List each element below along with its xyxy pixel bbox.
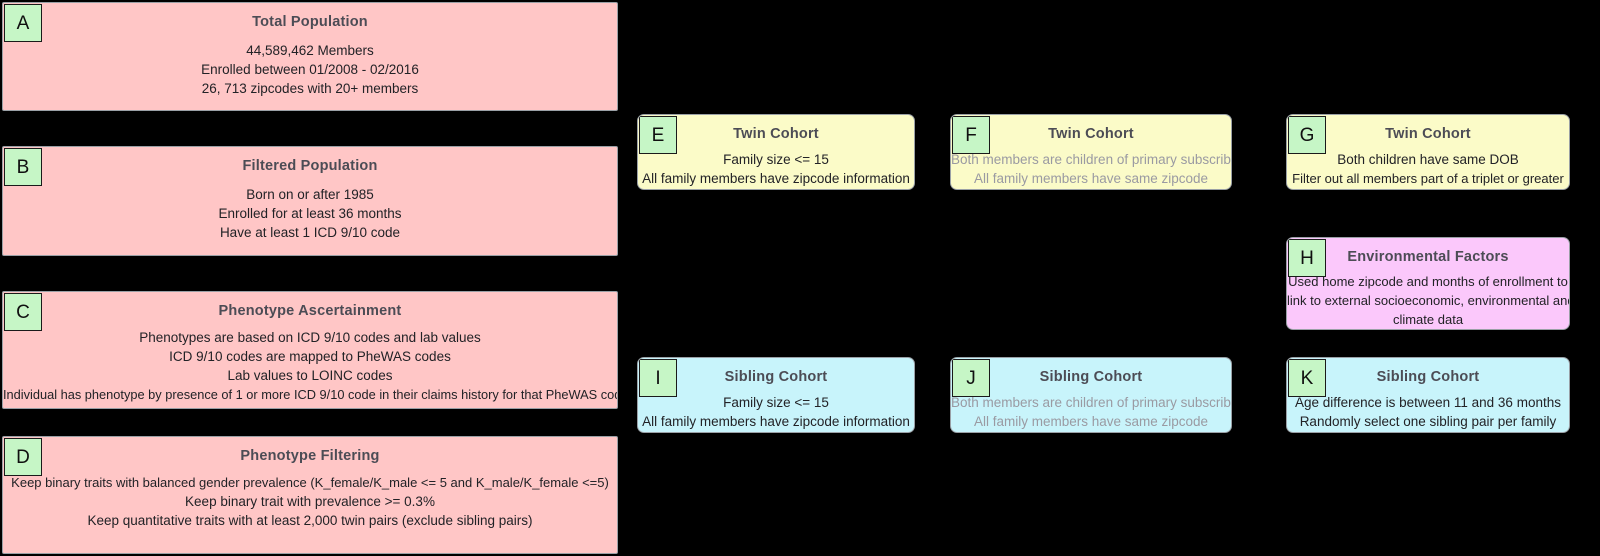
node-body-g: Both children have same DOB Filter out a…: [1287, 150, 1569, 188]
node-twin-cohort-f[interactable]: F Twin Cohort Both members are children …: [950, 114, 1232, 190]
node-title-k: Sibling Cohort: [1376, 369, 1480, 385]
node-badge-d: D: [4, 438, 42, 476]
node-body-line: Both members are children of primary sub…: [951, 152, 1232, 167]
node-title-g: Twin Cohort: [1385, 126, 1471, 142]
node-body-line: Keep binary trait with prevalence >= 0.3…: [185, 494, 435, 509]
node-title-j: Sibling Cohort: [1039, 369, 1143, 385]
node-body-line: Have at least 1 ICD 9/10 code: [219, 225, 401, 240]
node-filtered-population[interactable]: B Filtered Population Born on or after 1…: [2, 146, 618, 256]
node-badge-a: A: [4, 4, 42, 42]
node-badge-j: J: [952, 359, 990, 397]
node-title-a: Total Population: [252, 14, 368, 30]
node-body-line: All family members have same zipcode: [973, 171, 1209, 186]
node-sibling-cohort-j[interactable]: J Sibling Cohort Both members are childr…: [950, 357, 1232, 433]
node-badge-c: C: [4, 293, 42, 331]
node-phenotype-ascertainment[interactable]: C Phenotype Ascertainment Phenotypes are…: [2, 291, 618, 409]
node-badge-g: G: [1288, 116, 1326, 154]
node-body-line: Individual has phenotype by presence of …: [3, 387, 618, 402]
node-body-line: Age difference is between 11 and 36 mont…: [1295, 395, 1561, 410]
node-twin-cohort-g[interactable]: G Twin Cohort Both children have same DO…: [1286, 114, 1570, 190]
node-body-i: Family size <= 15 All family members hav…: [638, 393, 914, 431]
node-title-h: Environmental Factors: [1347, 249, 1509, 265]
node-body-line: Enrolled between 01/2008 - 02/2016: [201, 62, 419, 77]
node-sibling-cohort-k[interactable]: K Sibling Cohort Age difference is betwe…: [1286, 357, 1570, 433]
node-body-j: Both members are children of primary sub…: [951, 393, 1231, 431]
node-body-line: ICD 9/10 codes are mapped to PheWAS code…: [169, 349, 451, 364]
node-body-line: Both children have same DOB: [1337, 152, 1519, 167]
node-body-h: Used home zipcode and months of enrollme…: [1287, 272, 1569, 329]
node-body-line: 44,589,462 Members: [246, 43, 374, 58]
node-badge-h: H: [1288, 239, 1326, 277]
node-total-population[interactable]: A Total Population 44,589,462 Members En…: [2, 2, 618, 111]
node-title-f: Twin Cohort: [1048, 126, 1134, 142]
node-body-line: Phenotypes are based on ICD 9/10 codes a…: [139, 330, 481, 345]
node-body-line: Lab values to LOINC codes: [227, 368, 393, 383]
node-body-b: Born on or after 1985 Enrolled for at le…: [3, 185, 617, 242]
node-body-line: Keep binary traits with balanced gender …: [11, 475, 609, 490]
node-badge-e: E: [639, 116, 677, 154]
node-body-line: climate data: [1392, 312, 1464, 327]
node-badge-b: B: [4, 148, 42, 186]
node-body-a: 44,589,462 Members Enrolled between 01/2…: [3, 41, 617, 98]
node-body-f: Both members are children of primary sub…: [951, 150, 1231, 188]
node-body-line: Both members are children of primary sub…: [951, 395, 1232, 410]
node-body-line: Family size <= 15: [723, 152, 829, 167]
node-title-c: Phenotype Ascertainment: [218, 303, 402, 319]
node-badge-f: F: [952, 116, 990, 154]
node-body-line: All family members have zipcode informat…: [642, 171, 910, 186]
node-environmental-factors[interactable]: H Environmental Factors Used home zipcod…: [1286, 237, 1570, 330]
node-title-i: Sibling Cohort: [724, 369, 828, 385]
node-body-line: Keep quantitative traits with at least 2…: [87, 513, 533, 528]
node-body-e: Family size <= 15 All family members hav…: [638, 150, 914, 188]
node-badge-i: I: [639, 359, 677, 397]
node-body-line: Filter out all members part of a triplet…: [1292, 171, 1564, 186]
node-body-line: All family members have same zipcode: [973, 414, 1209, 429]
node-body-line: All family members have zipcode informat…: [642, 414, 910, 429]
node-body-d: Keep binary traits with balanced gender …: [3, 473, 617, 530]
node-phenotype-filtering[interactable]: D Phenotype Filtering Keep binary traits…: [2, 436, 618, 554]
node-body-line: 26, 713 zipcodes with 20+ members: [201, 81, 419, 96]
node-body-line: Randomly select one sibling pair per fam…: [1299, 414, 1557, 429]
node-body-line: Used home zipcode and months of enrollme…: [1288, 274, 1568, 289]
node-title-b: Filtered Population: [242, 158, 378, 174]
node-badge-k: K: [1288, 359, 1326, 397]
node-body-line: link to external socioeconomic, environm…: [1287, 293, 1570, 308]
node-twin-cohort-e[interactable]: E Twin Cohort Family size <= 15 All fami…: [637, 114, 915, 190]
node-body-c: Phenotypes are based on ICD 9/10 codes a…: [3, 328, 617, 404]
node-body-k: Age difference is between 11 and 36 mont…: [1287, 393, 1569, 431]
node-title-d: Phenotype Filtering: [240, 448, 380, 464]
node-sibling-cohort-i[interactable]: I Sibling Cohort Family size <= 15 All f…: [637, 357, 915, 433]
node-body-line: Enrolled for at least 36 months: [218, 206, 402, 221]
node-body-line: Family size <= 15: [723, 395, 829, 410]
node-body-line: Born on or after 1985: [246, 187, 374, 202]
node-title-e: Twin Cohort: [733, 126, 819, 142]
